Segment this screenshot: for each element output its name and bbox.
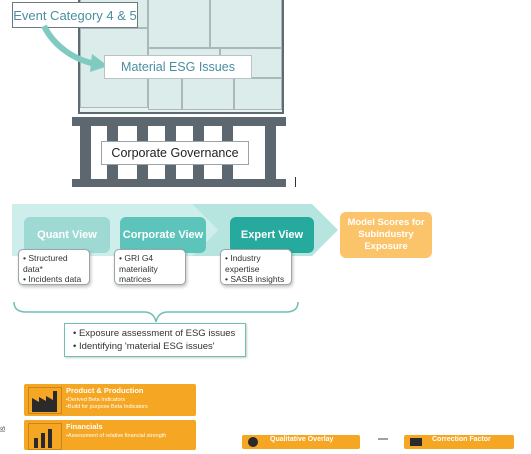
summary-item: Exposure assessment of ESG issues	[73, 328, 237, 341]
model-scores-card: Model Scores for Subindustry Exposure	[340, 212, 432, 258]
event-category-label: Event Category 4 & 5	[12, 2, 138, 28]
building-cell	[234, 78, 282, 110]
material-esg-issues-label: Material ESG Issues	[104, 55, 252, 79]
financials-card: Financials •Assessment of relative finan…	[24, 420, 196, 450]
building-cell	[182, 78, 234, 110]
card-line: •Assessment of relative financial streng…	[66, 433, 167, 439]
text-cursor	[295, 177, 296, 187]
summary-item: Identifying 'material ESG issues'	[73, 341, 237, 354]
grouping-brace	[13, 301, 299, 323]
overlay-dot-icon	[248, 437, 258, 447]
correction-factor-label: Correction Factor	[432, 436, 491, 443]
corporate-governance-label: Corporate Governance	[101, 141, 249, 165]
quant-view-card: Quant View	[24, 217, 110, 253]
expert-view-notes: Industry expertise SASB insights	[220, 249, 292, 285]
building-cell	[210, 0, 282, 48]
pillar	[80, 126, 91, 179]
pillar	[265, 126, 276, 179]
bar-chart-icon	[28, 423, 62, 450]
connector-line	[378, 438, 388, 440]
qualitative-overlay-label: Qualitative Overlay	[270, 436, 334, 443]
card-title: Financials	[66, 422, 103, 431]
note-item: Industry expertise	[225, 253, 287, 274]
product-production-card: Product & Production •Derived Beta Indic…	[24, 384, 196, 416]
card-line: •Build for purpose Beta Indicators	[66, 404, 148, 410]
summary-box: Exposure assessment of ESG issues Identi…	[64, 323, 246, 357]
expert-view-card: Expert View	[230, 217, 314, 253]
note-item: Structured data*	[23, 253, 85, 274]
bottom-beam	[72, 179, 286, 187]
note-item: SASB insights	[225, 274, 287, 285]
note-item: Incidents data	[23, 274, 85, 285]
card-title: Product & Production	[66, 386, 144, 395]
corporate-view-notes: GRI G4 materiality matrices	[114, 249, 186, 285]
building-cell	[148, 0, 210, 48]
building-cell	[148, 78, 182, 110]
card-line: •Derived Beta Indicators	[66, 397, 126, 403]
top-beam	[72, 117, 286, 126]
qualitative-overlay-card: Qualitative Overlay	[242, 435, 360, 449]
corporate-view-card: Corporate View	[120, 217, 206, 253]
correction-icon	[410, 438, 422, 446]
correction-factor-card: Correction Factor	[404, 435, 514, 449]
side-label: ls	[0, 426, 7, 432]
quant-view-notes: Structured data* Incidents data	[18, 249, 90, 285]
factory-icon	[28, 387, 62, 414]
note-item: GRI G4 materiality matrices	[119, 253, 181, 285]
curved-arrow-icon	[41, 24, 108, 72]
